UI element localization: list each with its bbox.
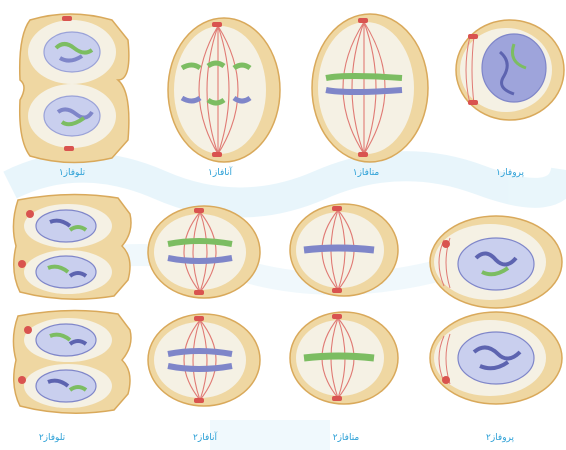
cell-metaphase-2-bottom	[290, 312, 398, 404]
cell-metaphase-2-top	[290, 204, 398, 296]
label-telophase-2: تلوفاز۲	[39, 433, 65, 443]
label-anaphase-2: آنافاز۲	[193, 433, 217, 443]
cell-telophase-2-bottom	[13, 310, 131, 413]
cell-anaphase-1	[168, 18, 280, 162]
cell-metaphase-1	[312, 14, 428, 162]
cell-prophase-2-top	[430, 216, 562, 308]
cell-telophase-1	[20, 14, 129, 163]
label-telophase-1: تلوفاز۱	[59, 168, 85, 178]
label-prophase-2: پروفاز۲	[486, 433, 514, 443]
label-prophase-1: پروفاز۱	[496, 168, 524, 178]
label-anaphase-1: آنافاز۱	[208, 168, 232, 178]
label-metaphase-1: متافاز۱	[353, 168, 380, 178]
cell-telophase-2-top	[13, 194, 131, 299]
label-metaphase-2: متافاز۲	[333, 433, 360, 443]
cell-prophase-1	[456, 20, 564, 120]
cell-anaphase-2-bottom	[148, 314, 260, 406]
cell-anaphase-2-top	[148, 206, 260, 298]
cell-prophase-2-bottom	[430, 312, 562, 404]
